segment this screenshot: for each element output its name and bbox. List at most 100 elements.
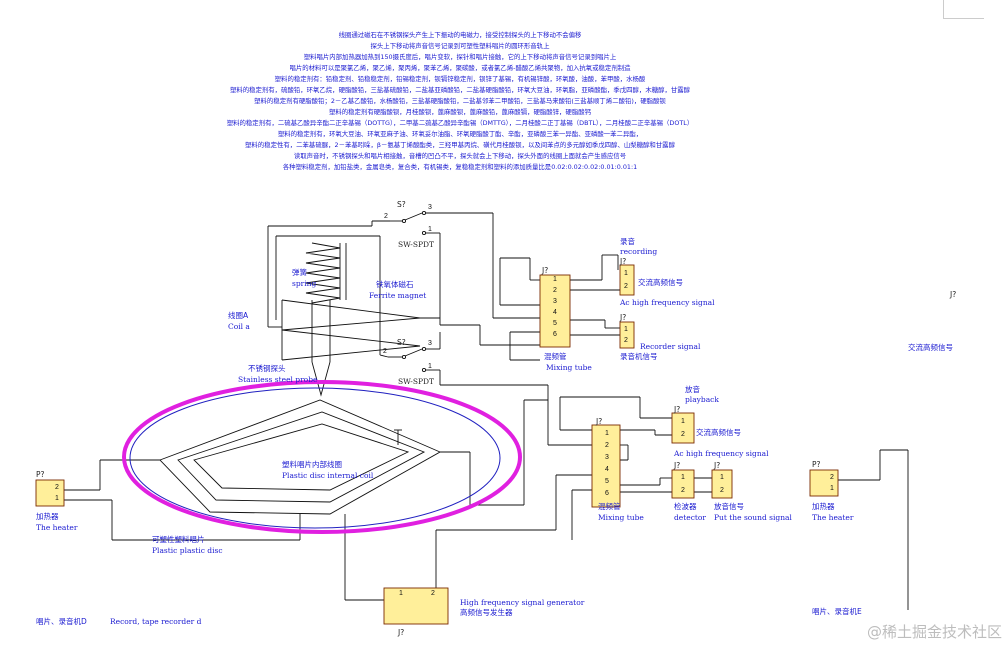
pin-label: 3 bbox=[605, 454, 609, 461]
pin-label: 1 bbox=[55, 495, 59, 502]
pin-label: 1 bbox=[624, 270, 628, 277]
heater-right-en: The heater bbox=[812, 513, 854, 522]
pin-label: 1 bbox=[624, 326, 628, 333]
pin-label: 2 bbox=[431, 590, 435, 597]
pin-label: 2 bbox=[384, 213, 388, 220]
note-line: 读取声音时，不锈钢探头和唱片相接触，音槽的凹凸不平，探头就会上下移动，探头外面的… bbox=[293, 152, 627, 160]
playback-cn: 放音 bbox=[685, 385, 700, 394]
note-line: 塑料的稳定剂有硬脂酸钡，月桂酸钡，蓖麻酸钡，蓖麻酸铅，蓖麻酸镉，硬脂酸锌，硬脂酸… bbox=[328, 108, 591, 116]
recorder-e-cn: 唱片、录音机E bbox=[812, 607, 862, 616]
pin-label: 5 bbox=[605, 478, 609, 485]
recording-en: recording bbox=[620, 247, 658, 256]
recorder-d-en: Record, tape recorder d bbox=[110, 617, 202, 626]
pb-ac-en: Ac high frequency signal bbox=[674, 449, 769, 458]
pin-label: 4 bbox=[605, 466, 609, 473]
switch-1[interactable] bbox=[390, 210, 493, 236]
mixing-tube-2 bbox=[591, 424, 621, 508]
recording-cn: 录音 bbox=[620, 237, 635, 246]
pin-label: 1 bbox=[399, 590, 403, 597]
pin-label: 2 bbox=[55, 484, 59, 491]
spring bbox=[305, 242, 341, 304]
note-line: 塑料唱片内部加热器加热到150摄氏度后，唱片变软，探针和唱片接触，它的上下移动将… bbox=[303, 53, 617, 61]
heater-left-en: The heater bbox=[36, 523, 78, 532]
heater-left-box bbox=[35, 479, 65, 507]
note-line: 塑料的稳定剂有，二硫基乙酸异辛酯二正辛基锡（DOTTG），二甲基二巯基乙酸异辛酯… bbox=[226, 119, 694, 127]
heater-right-cn: 加热器 bbox=[812, 502, 835, 511]
coil-label-en: Coil a bbox=[228, 322, 250, 331]
sound-cn: 放音信号 bbox=[714, 502, 744, 511]
rec-ac-en: Ac high frequency signal bbox=[620, 298, 715, 307]
note-line: 各种塑料稳定剂，加铅盐类，金属皂类，复合类，有机锡类，复稳稳定剂和塑料的添加质量… bbox=[282, 163, 638, 171]
plastic-disc-outline bbox=[129, 387, 501, 529]
pin-label: 1 bbox=[553, 276, 557, 283]
right-ac-cn: 交流高频信号 bbox=[908, 343, 953, 352]
probe-label-cn: 不锈钢探头 bbox=[248, 364, 286, 373]
pin-label: 1 bbox=[830, 485, 834, 492]
switch-2[interactable] bbox=[388, 346, 440, 373]
note-line: 塑料的稳定性有，二苯基硫脲，2－苯基吲哚，β－氨基丁烯酸酯类，三羟甲基丙烷、磺代… bbox=[245, 141, 675, 149]
pin-label: 2 bbox=[681, 487, 685, 494]
pin-label: 4 bbox=[553, 309, 557, 316]
pin-label: 6 bbox=[605, 490, 609, 497]
recorder-signal-cn: 录音机信号 bbox=[620, 352, 658, 361]
coil-label-cn: 线圈A bbox=[228, 311, 249, 320]
detector-cn: 检波器 bbox=[674, 502, 697, 511]
disc-coil-outer bbox=[159, 399, 442, 515]
coil-a bbox=[281, 299, 421, 361]
pb-ac-ref: J? bbox=[674, 405, 681, 414]
mixer1-en: Mixing tube bbox=[546, 363, 592, 372]
detector-ref: J? bbox=[674, 461, 681, 470]
heater-left-cn: 加热器 bbox=[36, 512, 59, 521]
ac-signal-pb-box bbox=[671, 412, 695, 444]
sound-en: Put the sound signal bbox=[714, 513, 792, 522]
hf-gen-ref: J? bbox=[398, 628, 405, 637]
note-line: 塑料的稳定剂有，环氧大豆油、环氧亚麻子油、环氧妥尔油脂、环氧硬脂酸丁酯、辛酯，亚… bbox=[277, 130, 643, 138]
pin-label: 2 bbox=[553, 287, 557, 294]
note-line: 探头上下移动将声音信号记录到可塑性塑料唱片的圆环形音轨上 bbox=[370, 42, 550, 50]
pin-label: 1 bbox=[681, 474, 685, 481]
pin-label: 6 bbox=[553, 331, 557, 338]
rec-ac-cn: 交流高频信号 bbox=[638, 278, 683, 287]
disc-coil-inner bbox=[193, 423, 410, 491]
heater-right-box bbox=[809, 469, 839, 497]
disc-coil-label-en: Plastic disc internal coil bbox=[282, 471, 374, 480]
right-ref: J? bbox=[950, 290, 957, 299]
pin-label: 2 bbox=[383, 348, 387, 355]
mixer2-cn: 混频管 bbox=[598, 502, 621, 511]
note-line: 塑料的稳定剂有，硫酸铅，环氧乙烷，硬脂酸铅，三盐基硫酸铅，二盐基亚磷酸铅，二盐基… bbox=[229, 86, 691, 94]
spring-label-cn: 弹簧 bbox=[292, 268, 307, 277]
page-corner bbox=[943, 0, 984, 19]
pin-label: 1 bbox=[605, 430, 609, 437]
mixer2-ref: J? bbox=[596, 417, 603, 426]
switch2-ref: S? bbox=[397, 338, 406, 347]
heater-right-ref: P? bbox=[812, 460, 821, 469]
note-line: 唱片的材料可以是聚氯乙烯，聚乙烯，聚丙烯，聚苯乙烯，聚碳酸，或者氯乙烯-醋酸乙烯… bbox=[289, 64, 631, 72]
recorder-signal-box bbox=[619, 321, 635, 349]
switch2-name: SW-SPDT bbox=[398, 377, 435, 386]
hf-gen-cn: 高频信号发生器 bbox=[460, 608, 513, 617]
pin-label: 1 bbox=[720, 474, 724, 481]
recorder-signal-ref: J? bbox=[620, 313, 627, 322]
heater-left-ref: P? bbox=[36, 470, 45, 479]
pin-label: 1 bbox=[428, 226, 432, 233]
pin-label: 2 bbox=[624, 283, 628, 290]
sound-ref: J? bbox=[714, 461, 721, 470]
ac-signal-rec-box bbox=[619, 264, 635, 296]
pin-label: 1 bbox=[428, 363, 432, 370]
recorder-d-cn: 唱片、录音机D bbox=[36, 617, 87, 626]
description-notes: 线圈通过磁石在不锈钢探头产生上下振动的电磁力，接受控制探头的上下移动不会偏移 探… bbox=[100, 30, 820, 173]
plastic-disc-label-en: Plastic plastic disc bbox=[152, 546, 223, 555]
spring-label-en: spring bbox=[292, 279, 317, 288]
pin-label: 3 bbox=[428, 340, 432, 347]
pin-label: 2 bbox=[720, 487, 724, 494]
ferrite-label-en: Ferrite magnet bbox=[369, 291, 427, 300]
highlight-ellipse bbox=[122, 380, 522, 534]
mixing-tube-1 bbox=[539, 274, 571, 348]
switch1-ref: S? bbox=[397, 200, 406, 209]
detector-en: detector bbox=[674, 513, 707, 522]
watermark: @稀土掘金技术社区 bbox=[866, 623, 1002, 641]
probe-label-en: Stainless steel probe bbox=[238, 375, 318, 384]
pin-label: 3 bbox=[428, 204, 432, 211]
playback-en: playback bbox=[685, 395, 719, 404]
